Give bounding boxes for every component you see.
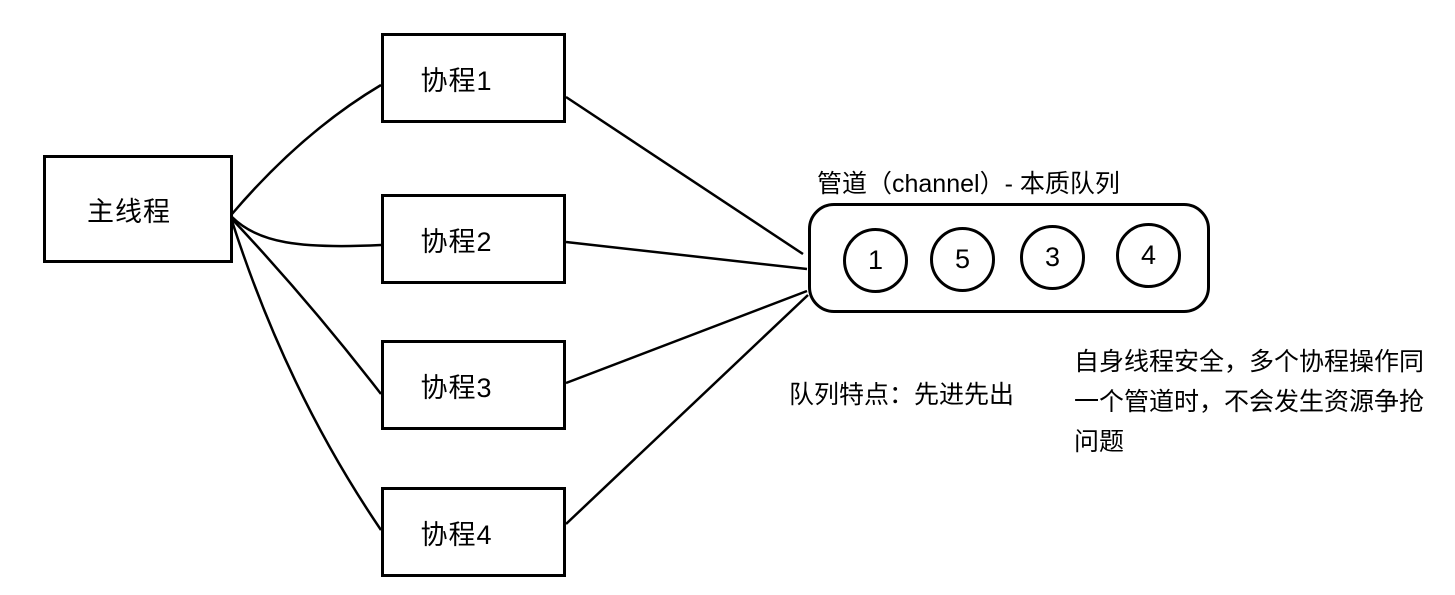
coroutine1-label: 协程1 — [420, 65, 493, 96]
connector-main-to-coroutine2 — [231, 216, 382, 248]
coroutine2-label: 协程2 — [420, 226, 493, 257]
queue-item-value: 5 — [954, 244, 971, 274]
queue-item-circle: 4 — [1116, 223, 1181, 288]
connector-main-to-coroutine1 — [231, 83, 382, 215]
connector-main-to-coroutine3 — [231, 218, 382, 395]
connector-coroutine2-to-channel — [565, 240, 808, 271]
coroutine3-label: 协程3 — [420, 372, 493, 403]
queue-item-circle: 3 — [1020, 225, 1085, 290]
thread-safety-note: 自身线程安全，多个协程操作同 一个管道时，不会发生资源争抢 问题 — [1074, 348, 1425, 456]
coroutine2-box: 协程2 — [381, 194, 566, 284]
queue-feature-note: 队列特点：先进先出 — [789, 381, 1015, 409]
main-thread-box: 主线程 — [43, 155, 233, 263]
coroutine4-label: 协程4 — [420, 519, 493, 550]
connector-coroutine4-to-channel — [565, 294, 809, 525]
connector-coroutine1-to-channel — [565, 95, 804, 256]
queue-item-circle: 5 — [930, 227, 995, 292]
queue-item-value: 3 — [1044, 242, 1061, 272]
coroutine1-box: 协程1 — [381, 33, 566, 123]
connector-main-to-coroutine4 — [230, 220, 383, 531]
coroutine3-box: 协程3 — [381, 340, 566, 430]
main-thread-label: 主线程 — [87, 196, 171, 227]
connector-coroutine3-to-channel — [565, 289, 808, 385]
channel-title: 管道（channel）- 本质队列 — [817, 170, 1120, 198]
coroutine4-box: 协程4 — [381, 487, 566, 577]
queue-item-value: 1 — [867, 245, 884, 275]
queue-item-circle: 1 — [843, 228, 908, 293]
queue-item-value: 4 — [1140, 240, 1157, 270]
